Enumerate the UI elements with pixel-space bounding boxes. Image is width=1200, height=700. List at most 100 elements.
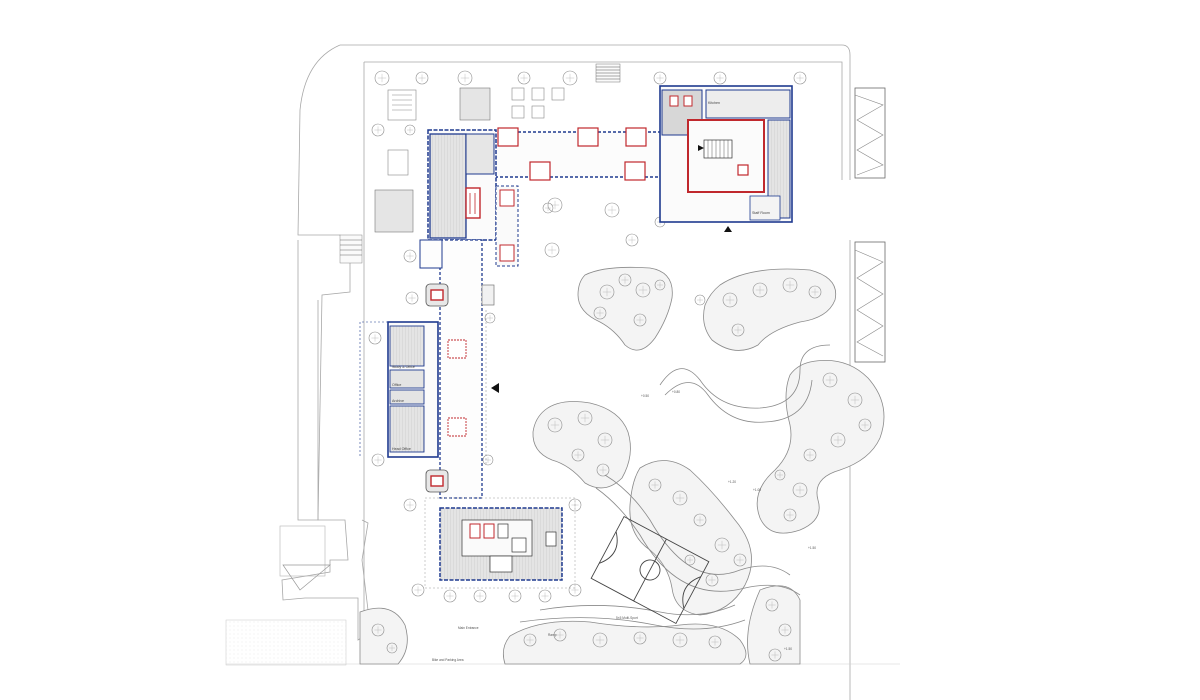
tree-canopy-icon xyxy=(517,71,531,85)
tree-canopy-icon xyxy=(374,70,390,86)
tree-branch-icon xyxy=(607,205,617,215)
tree-canopy-icon xyxy=(593,306,607,320)
label-bike-parking: Bike and Parking Area xyxy=(432,658,464,662)
tree-branch-icon xyxy=(717,540,727,550)
tree-canopy-icon xyxy=(792,482,808,498)
tree-branch-icon xyxy=(811,288,819,296)
tree-canopy-icon xyxy=(708,635,722,649)
planter-kidney-c xyxy=(532,401,631,489)
tree-canopy-icon xyxy=(808,285,822,299)
level-mark-f: +1.50 xyxy=(784,647,792,651)
tree-branch-icon xyxy=(755,285,765,295)
planter-se-corner xyxy=(747,585,801,665)
ramp-upper xyxy=(854,87,886,179)
west-offices xyxy=(359,321,439,458)
tree-canopy-icon xyxy=(473,589,487,603)
tree-branch-icon xyxy=(600,435,610,445)
label-study-office: Study & Office xyxy=(392,365,415,369)
tree-branch-icon xyxy=(414,586,422,594)
tree-canopy-icon xyxy=(768,648,782,662)
tree-branch-icon xyxy=(389,645,395,651)
tree-branch-icon xyxy=(795,485,805,495)
tree-canopy-icon xyxy=(733,553,747,567)
tree-canopy-icon xyxy=(482,454,494,466)
label-main-entrance: Main Entrance xyxy=(458,626,479,630)
tree-canopy-icon xyxy=(684,554,696,566)
tree-canopy-icon xyxy=(577,410,593,426)
label-court: 5×5 Multi-Sport xyxy=(616,616,638,620)
tree-canopy-icon xyxy=(415,71,429,85)
tree-canopy-icon xyxy=(547,417,563,433)
ramp-lower xyxy=(854,241,886,363)
label-ramp: Ramp xyxy=(548,633,557,637)
tree-canopy-icon xyxy=(633,313,647,327)
tree-branch-icon xyxy=(580,413,590,423)
dotted-parking-area xyxy=(225,619,347,666)
level-mark-d: +1.00 xyxy=(753,488,761,492)
west-steps xyxy=(339,234,363,264)
tree-branch-icon xyxy=(638,285,648,295)
entrance-north-icon xyxy=(724,226,732,232)
tree-canopy-icon xyxy=(653,71,667,85)
tree-canopy-icon xyxy=(635,282,651,298)
inner-site-line xyxy=(363,61,843,620)
tree-branch-icon xyxy=(771,651,779,659)
tree-canopy-icon xyxy=(633,631,647,645)
plan-labels: Staff Room Kitchen Study & Office Office… xyxy=(392,101,816,662)
tree-branch-icon xyxy=(636,316,644,324)
tree-layer xyxy=(368,70,872,662)
tree-canopy-icon xyxy=(568,498,582,512)
tree-branch-icon xyxy=(777,472,783,478)
tree-branch-icon xyxy=(768,601,776,609)
tree-branch-icon xyxy=(716,74,724,82)
planter-wave-east xyxy=(756,359,885,534)
planter-bottom xyxy=(502,620,747,665)
tree-canopy-icon xyxy=(782,277,798,293)
tree-branch-icon xyxy=(571,586,579,594)
tree-canopy-icon xyxy=(830,432,846,448)
tree-branch-icon xyxy=(408,294,416,302)
tree-branch-icon xyxy=(377,73,387,83)
tree-branch-icon xyxy=(547,245,557,255)
tree-canopy-icon xyxy=(371,123,385,137)
tree-branch-icon xyxy=(825,375,835,385)
tree-branch-icon xyxy=(556,631,564,639)
tree-canopy-icon xyxy=(562,70,578,86)
label-archive: Archive xyxy=(392,399,404,403)
outer-site-line xyxy=(340,44,851,700)
tree-canopy-icon xyxy=(847,392,863,408)
tree-canopy-icon xyxy=(508,589,522,603)
tree-branch-icon xyxy=(602,287,612,297)
tree-canopy-icon xyxy=(368,331,382,345)
tree-canopy-icon xyxy=(694,294,706,306)
tree-canopy-icon xyxy=(597,432,613,448)
tree-branch-icon xyxy=(785,280,795,290)
tree-canopy-icon xyxy=(858,418,872,432)
tree-branch-icon xyxy=(406,252,414,260)
tree-branch-icon xyxy=(446,592,454,600)
planter-kidney-b xyxy=(703,268,837,351)
tree-branch-icon xyxy=(599,466,607,474)
tree-branch-icon xyxy=(541,592,549,600)
northeast-wing xyxy=(659,85,793,223)
tree-branch-icon xyxy=(460,73,470,83)
tree-branch-icon xyxy=(657,282,663,288)
tree-branch-icon xyxy=(734,326,742,334)
garden-paths xyxy=(519,344,831,630)
tree-canopy-icon xyxy=(411,583,425,597)
tree-branch-icon xyxy=(407,127,413,133)
tree-canopy-icon xyxy=(625,233,639,247)
tree-canopy-icon xyxy=(822,372,838,388)
tree-canopy-icon xyxy=(783,508,797,522)
label-kitchen: Kitchen xyxy=(708,101,720,105)
tree-branch-icon xyxy=(596,309,604,317)
level-mark-b: +0.80 xyxy=(672,390,680,394)
tree-canopy-icon xyxy=(618,273,632,287)
level-mark-e: +1.50 xyxy=(808,546,816,550)
tree-branch-icon xyxy=(781,626,789,634)
tree-canopy-icon xyxy=(592,632,608,648)
tree-branch-icon xyxy=(708,576,716,584)
tree-canopy-icon xyxy=(793,71,807,85)
